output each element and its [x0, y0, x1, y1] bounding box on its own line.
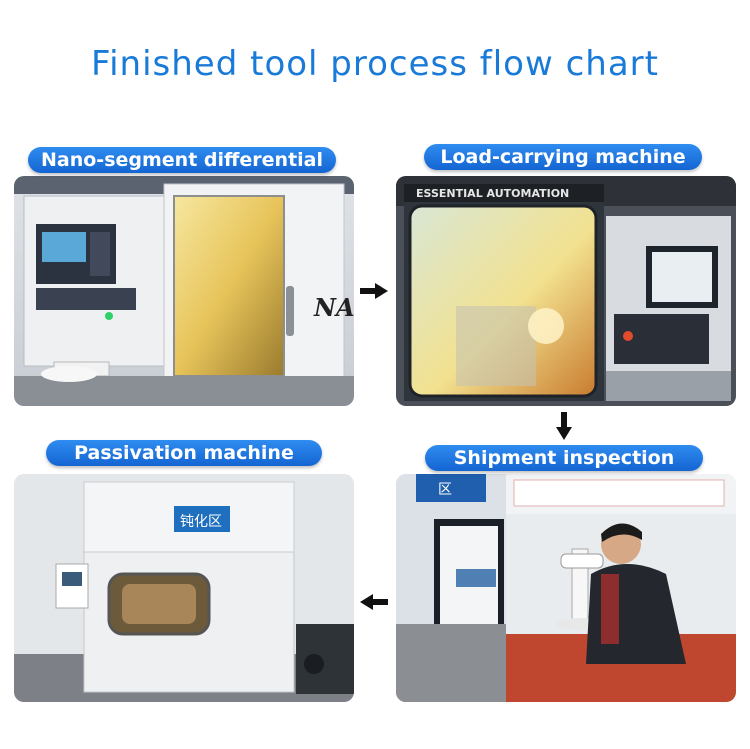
photo-load-carrying-machine: ESSENTIAL AUTOMATION [396, 176, 736, 406]
photo-shipment-inspection: 区 [396, 474, 736, 702]
sign-text-passivation: 钝化区 [180, 514, 222, 530]
arrow-left-icon [360, 594, 388, 610]
photo-nano-segment-machine: NA [14, 176, 354, 406]
sign-text: 区 [438, 482, 452, 498]
step-label-passivation: Passivation machine [46, 440, 322, 466]
photo-passivation-machine: 钝化区 [14, 474, 354, 702]
page-title: Finished tool process flow chart [91, 44, 659, 84]
svg-text:NA: NA [313, 293, 354, 322]
step-label-shipment-inspection: Shipment inspection [425, 445, 703, 471]
arrow-down-icon [556, 412, 572, 440]
arrow-right-icon [360, 283, 388, 299]
step-label-nano-segment: Nano-segment differential [28, 147, 336, 173]
machine-marking: ESSENTIAL AUTOMATION [416, 187, 569, 200]
step-label-load-carrying: Load-carrying machine [424, 144, 702, 170]
